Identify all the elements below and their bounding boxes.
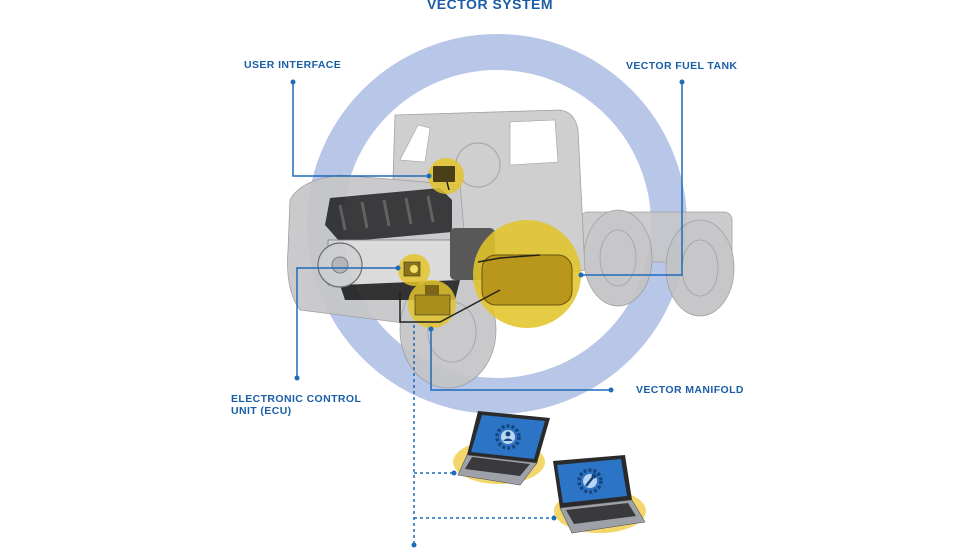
- user-gear-icon: [495, 424, 521, 450]
- user-interface-line: [292, 82, 429, 177]
- laptop-2: [553, 455, 646, 534]
- ecu-line: [296, 267, 398, 378]
- fuel-tank-highlight: [473, 220, 581, 328]
- data-line-end-dot: [411, 542, 417, 548]
- ecu-highlight: [398, 254, 430, 286]
- manifold-highlight: [399, 280, 501, 328]
- vector-manifold-label: VECTOR MANIFOLD: [636, 384, 744, 396]
- laptop-1: [453, 411, 550, 486]
- cab-window-right: [509, 119, 559, 166]
- ecu-label: ELECTRONIC CONTROL UNIT (ECU): [231, 393, 361, 417]
- user-interface-label: USER INTERFACE: [244, 59, 342, 71]
- data-connection-lines: [413, 325, 554, 545]
- vector-fuel-tank-label: VECTOR FUEL TANK: [626, 60, 738, 72]
- laptop-1-dot: [451, 470, 457, 476]
- callout-lines: [292, 82, 683, 391]
- cab-window-left: [399, 124, 431, 163]
- ecu-label-line-2: UNIT (ECU): [231, 405, 292, 417]
- diagram-title: VECTOR SYSTEM: [426, 0, 554, 12]
- rear-axle: [579, 209, 735, 317]
- wrench-gear-icon: [577, 468, 603, 494]
- callout-dots: [290, 79, 685, 393]
- fuel-tank-line: [581, 82, 683, 276]
- manifold-line: [430, 329, 611, 391]
- ecu-label-line-1: ELECTRONIC CONTROL: [231, 393, 362, 405]
- user-interface-highlight: [428, 158, 464, 194]
- laptop-2-dot: [551, 515, 557, 521]
